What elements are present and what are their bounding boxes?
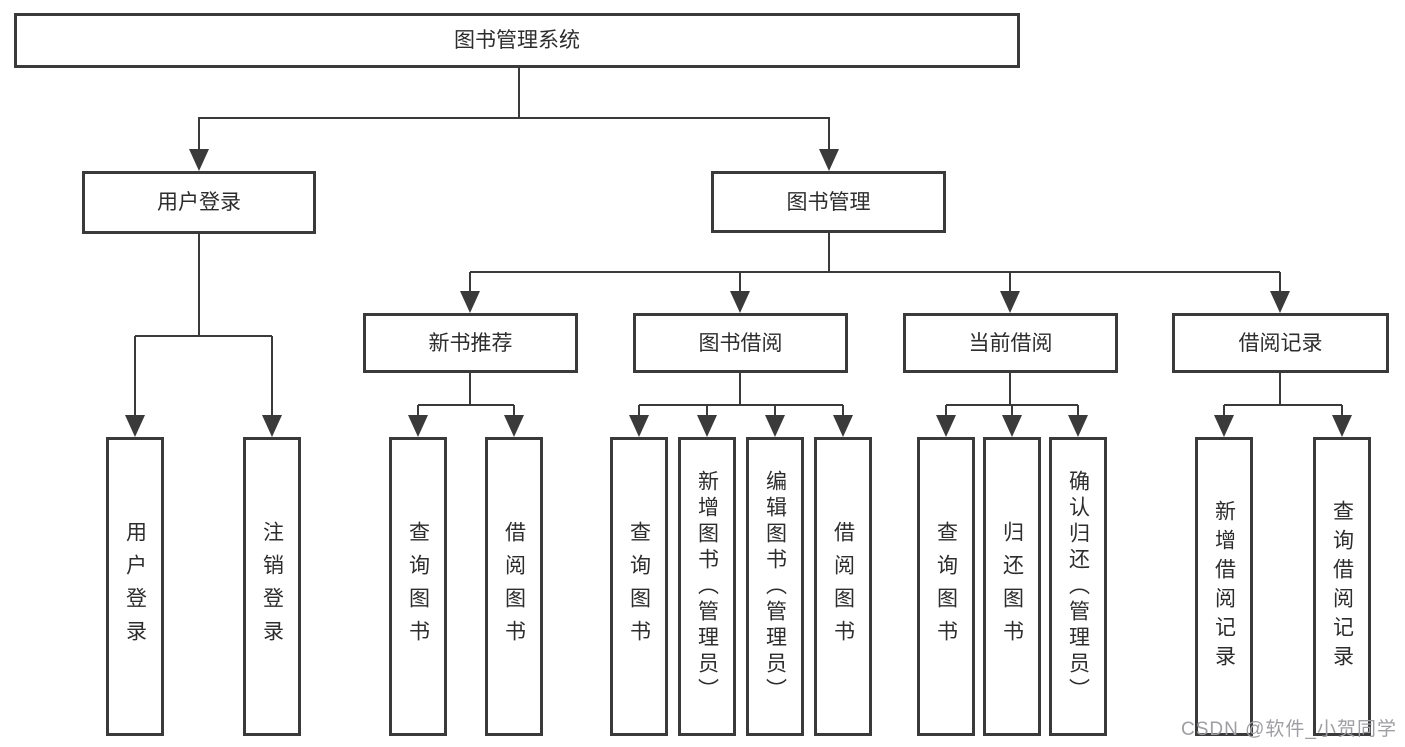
edge-arrowhead-icon bbox=[1000, 291, 1020, 313]
node-new-book-recommendation: 新书推荐 bbox=[363, 313, 578, 373]
node-add-borrow-record: 新增借阅记录 bbox=[1195, 437, 1253, 736]
node-user-login: 用户登录 bbox=[82, 171, 316, 234]
node-current-borrowing: 当前借阅 bbox=[903, 313, 1118, 373]
node-library-management-system: 图书管理系统 bbox=[14, 13, 1020, 68]
edge-arrowhead-icon bbox=[262, 415, 282, 437]
node-confirm-return-admin: 确认归还（管理员） bbox=[1049, 437, 1107, 736]
node-query-books-current: 查询图书 bbox=[917, 437, 975, 736]
node-borrow-books-recommend: 借阅图书 bbox=[485, 437, 543, 736]
edge-arrowhead-icon bbox=[189, 149, 209, 171]
node-query-books-recommend: 查询图书 bbox=[389, 437, 447, 736]
node-book-borrowing: 图书借阅 bbox=[633, 313, 848, 373]
edge-arrowhead-icon bbox=[629, 415, 649, 437]
node-return-books: 归还图书 bbox=[983, 437, 1041, 736]
edge-arrowhead-icon bbox=[936, 415, 956, 437]
edge-arrowhead-icon bbox=[765, 415, 785, 437]
node-add-books-admin: 新增图书（管理员） bbox=[678, 437, 736, 736]
edge-arrowhead-icon bbox=[697, 415, 717, 437]
edge-arrowhead-icon bbox=[819, 149, 839, 171]
edge-arrowhead-icon bbox=[408, 415, 428, 437]
node-borrow-books-borrowing: 借阅图书 bbox=[814, 437, 872, 736]
edge-arrowhead-icon bbox=[1068, 415, 1088, 437]
edge-arrowhead-icon bbox=[730, 291, 750, 313]
node-edit-books-admin: 编辑图书（管理员） bbox=[746, 437, 804, 736]
edge-arrowhead-icon bbox=[125, 415, 145, 437]
edge-arrowhead-icon bbox=[833, 415, 853, 437]
edge-arrowhead-icon bbox=[1332, 415, 1352, 437]
edge-arrowhead-icon bbox=[460, 291, 480, 313]
node-user-login-action: 用户登录 bbox=[106, 437, 164, 736]
node-logout: 注销登录 bbox=[243, 437, 301, 736]
edge-arrowhead-icon bbox=[1214, 415, 1234, 437]
node-query-borrow-record: 查询借阅记录 bbox=[1313, 437, 1371, 736]
csdn-watermark: CSDN @软件_小贺同学 bbox=[1181, 719, 1397, 740]
node-book-management: 图书管理 bbox=[711, 171, 946, 233]
edge-arrowhead-icon bbox=[504, 415, 524, 437]
edge-arrowhead-icon bbox=[1270, 291, 1290, 313]
edge-arrowhead-icon bbox=[1002, 415, 1022, 437]
node-query-books-borrowing: 查询图书 bbox=[610, 437, 668, 736]
node-borrowing-records: 借阅记录 bbox=[1172, 313, 1389, 373]
